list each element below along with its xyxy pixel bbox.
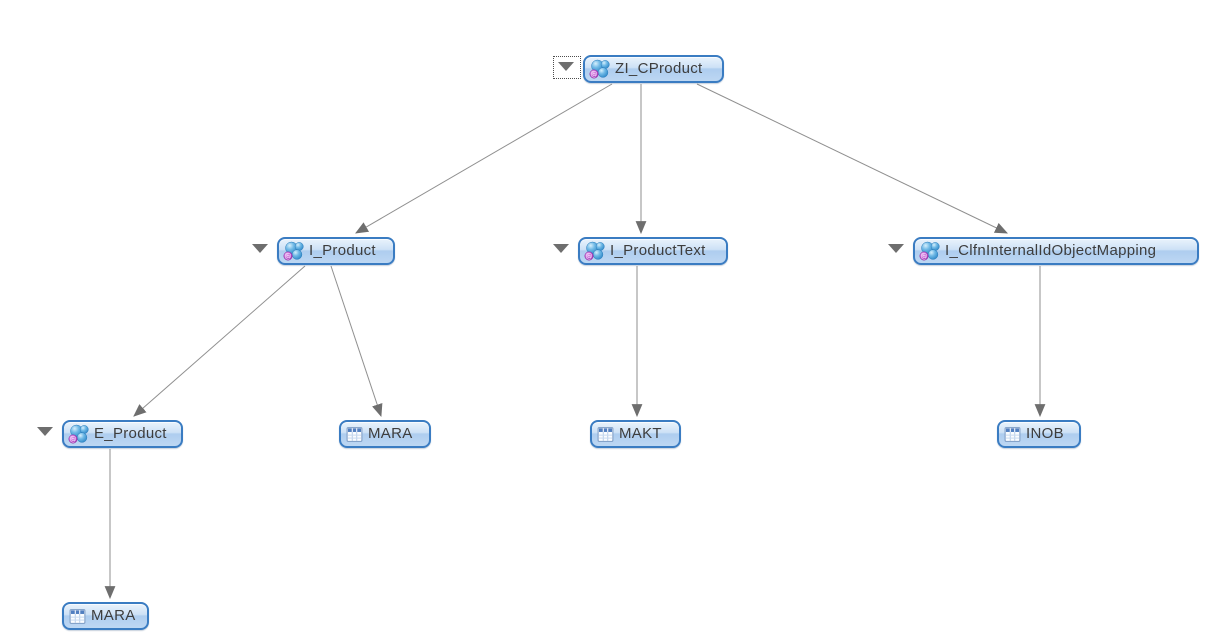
node-box-E_Product[interactable]: @ E_Product (62, 420, 183, 448)
expand-collapse-toggle-icon[interactable] (558, 62, 574, 71)
node-label: MAKT (619, 425, 662, 442)
table-icon (68, 607, 87, 626)
node-box-ZI_CProduct[interactable]: @ ZI_CProduct (583, 55, 724, 83)
table-icon (596, 425, 615, 444)
dependency-edge-ZI_CProduct-to-I_Product (355, 83, 613, 234)
node-label: MARA (368, 425, 413, 442)
svg-text:@: @ (70, 435, 77, 443)
table-icon (1003, 425, 1022, 444)
expander-focus-ring (553, 56, 581, 79)
node-label: INOB (1026, 425, 1064, 442)
cds-view-icon: @ (589, 59, 611, 79)
node-box-MARA_under_I_Product[interactable]: MARA (339, 420, 431, 448)
expand-collapse-toggle-icon[interactable] (553, 244, 569, 253)
dependency-edge-ZI_CProduct-to-I_ClfnInternalIdObjectMapping (696, 83, 1008, 234)
node-box-I_ClfnInternalIdObjectMapping[interactable]: @ I_ClfnInternalIdObjectMapping (913, 237, 1199, 265)
svg-text:@: @ (285, 252, 292, 260)
table-icon (345, 425, 364, 444)
svg-text:@: @ (591, 70, 598, 78)
dependency-edge-I_Product-to-MARA_under_I_Product (330, 265, 383, 418)
node-label: E_Product (94, 425, 167, 442)
node-label: I_Product (309, 242, 376, 259)
expand-collapse-toggle-icon[interactable] (37, 427, 53, 436)
node-box-I_ProductText[interactable]: @ I_ProductText (578, 237, 728, 265)
expand-collapse-toggle-icon[interactable] (888, 244, 904, 253)
node-box-INOB[interactable]: INOB (997, 420, 1081, 448)
cds-view-icon: @ (919, 241, 941, 261)
node-label: I_ProductText (610, 242, 706, 259)
svg-text:@: @ (921, 252, 928, 260)
node-box-I_Product[interactable]: @ I_Product (277, 237, 395, 265)
dependency-edge-I_Product-to-E_Product (133, 265, 306, 417)
cds-view-icon: @ (283, 241, 305, 261)
node-label: ZI_CProduct (615, 60, 703, 77)
node-box-MARA_under_E_Product[interactable]: MARA (62, 602, 149, 630)
cds-view-icon: @ (584, 241, 606, 261)
node-label: MARA (91, 607, 136, 624)
cds-view-icon: @ (68, 424, 90, 444)
svg-text:@: @ (586, 252, 593, 260)
node-label: I_ClfnInternalIdObjectMapping (945, 242, 1157, 259)
node-box-MAKT[interactable]: MAKT (590, 420, 681, 448)
expand-collapse-toggle-icon[interactable] (252, 244, 268, 253)
